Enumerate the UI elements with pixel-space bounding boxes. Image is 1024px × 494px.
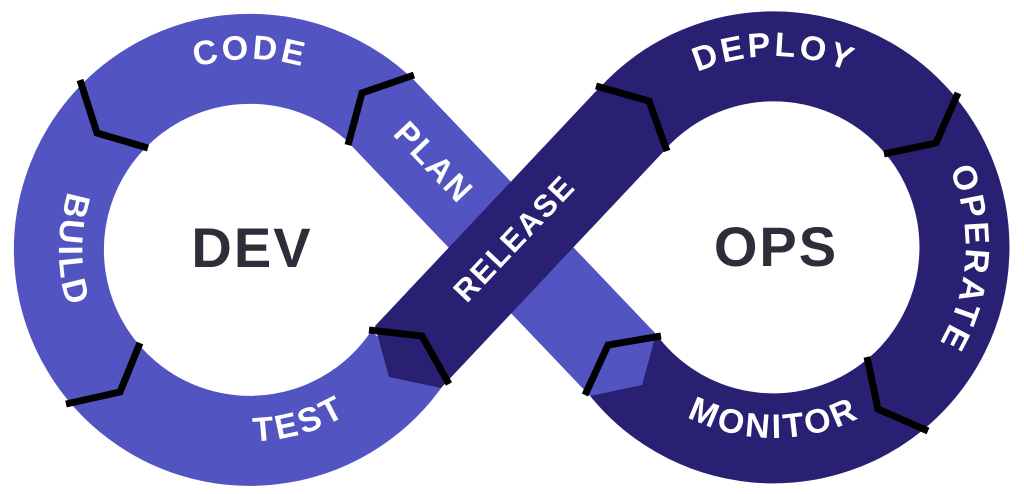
arrow-gap-build-test bbox=[65, 341, 144, 408]
ops-loop bbox=[587, 11, 1010, 484]
ops-ring-arc bbox=[587, 11, 1010, 484]
arrow-gap-deploy-operate bbox=[883, 91, 962, 158]
label-code: CODE bbox=[189, 29, 311, 75]
arrow-gap-monitor-plan bbox=[581, 332, 662, 397]
release-band bbox=[375, 88, 665, 388]
arrow-gap-code-build bbox=[76, 78, 149, 152]
dev-ring-arc bbox=[13, 13, 446, 486]
arrow-gap-operate-monitor bbox=[863, 356, 930, 435]
arrow-gaps bbox=[65, 71, 962, 435]
ops-center-label: OPS bbox=[714, 215, 838, 278]
arrow-gap-test-release bbox=[368, 326, 453, 386]
arrow-gap-release-deploy bbox=[595, 82, 671, 153]
arrow-gap-plan-code bbox=[344, 71, 416, 146]
label-build: BUILD bbox=[51, 189, 97, 310]
dev-loop bbox=[13, 13, 446, 486]
center-labels: DEV OPS bbox=[191, 215, 838, 279]
dev-center-label: DEV bbox=[191, 216, 312, 279]
